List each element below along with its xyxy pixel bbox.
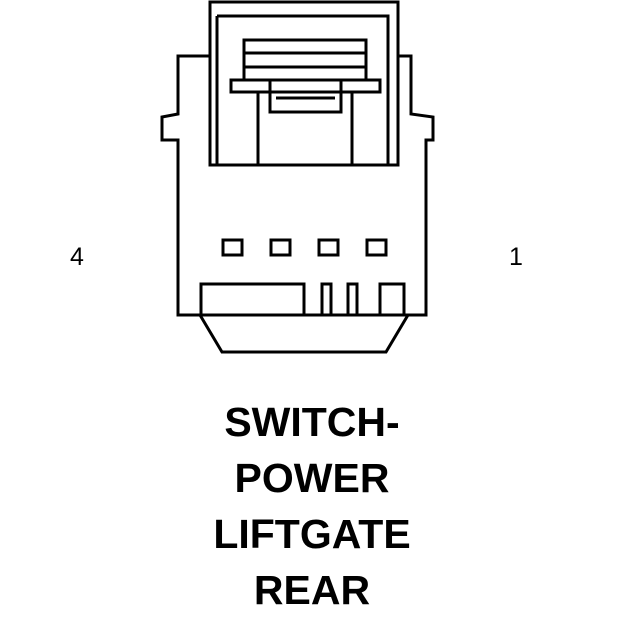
terminal-cavity: [365, 238, 388, 257]
terminal-cavity: [221, 238, 244, 257]
pin-label-left: 4: [70, 243, 84, 271]
latch-tab: [215, 14, 390, 165]
key-slot-narrow: [346, 282, 359, 317]
latch-inner: [242, 38, 368, 82]
connector-body: [160, 54, 435, 317]
connector-diagram: [160, 0, 435, 354]
caption-line: LIFTGATE: [213, 511, 411, 557]
caption-line: SWITCH-: [224, 399, 400, 445]
caption-line: REAR: [253, 567, 371, 613]
latch-lock: [256, 92, 354, 165]
latch-window: [268, 78, 343, 114]
latch-housing: [208, 0, 400, 56]
connector-skirt: [198, 314, 410, 354]
key-slot-small: [378, 282, 406, 317]
key-slot-narrow: [320, 282, 333, 317]
connector-caption: SWITCH- POWER LIFTGATE REAR: [0, 394, 624, 618]
terminal-cavity: [269, 238, 292, 257]
terminal-cavity: [317, 238, 340, 257]
key-slot-wide: [199, 282, 306, 317]
pin-label-right: 1: [509, 243, 523, 271]
latch-bar: [229, 78, 382, 94]
caption-line: POWER: [234, 455, 390, 501]
